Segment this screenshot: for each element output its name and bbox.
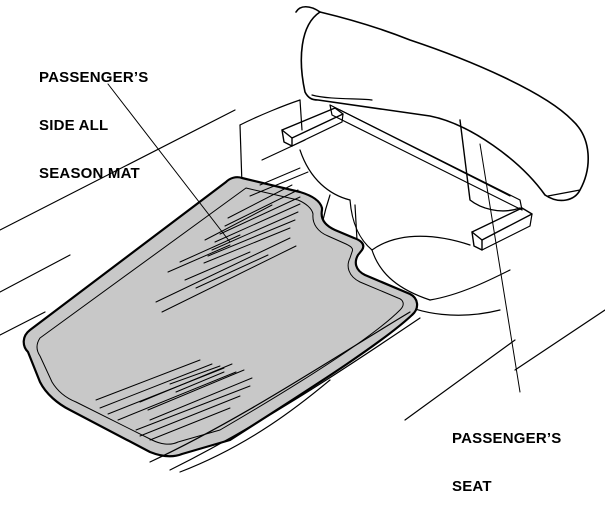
mat-ribs-lower — [95, 359, 253, 441]
passenger-seat — [281, 5, 589, 251]
mat-callout-line-1: PASSENGER’S — [39, 69, 149, 86]
diagram: PASSENGER’S SIDE ALL SEASON MAT PASSENGE… — [0, 5, 605, 495]
seat-callout-line-2: SEAT — [452, 478, 492, 495]
mat-callout-line-2: SIDE ALL — [39, 117, 109, 134]
mat-ribs-upper — [155, 167, 309, 313]
seat-callout-label: PASSENGER’S SEAT — [452, 399, 561, 527]
seat-leader-line — [479, 143, 521, 393]
leader-lines — [107, 83, 521, 393]
mat-callout-line-3: SEASON MAT — [39, 165, 140, 182]
mat-callout-label: PASSENGER’S SIDE ALL SEASON MAT — [39, 38, 148, 214]
floor-mat-installation-illustration — [0, 5, 605, 473]
all-season-mat — [22, 167, 421, 473]
mat-leader-line — [107, 83, 231, 243]
floor-panel-lines — [0, 99, 605, 421]
seat-callout-line-1: PASSENGER’S — [452, 430, 562, 447]
